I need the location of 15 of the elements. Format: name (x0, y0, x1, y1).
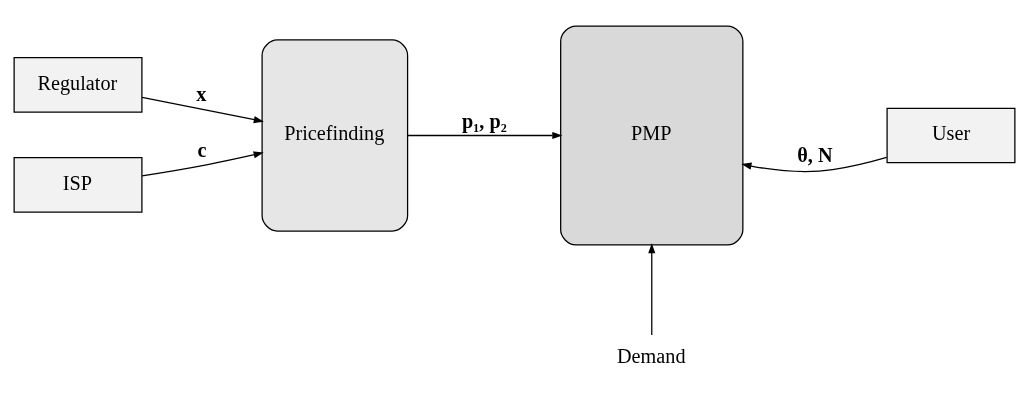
arrow (141, 150, 264, 176)
node-box: Pricefinding (260, 38, 408, 232)
edge-label: c (197, 138, 207, 161)
arrow (740, 156, 887, 172)
node-text: Demand (616, 344, 686, 367)
edge-label: x (195, 82, 206, 105)
node-box: PMP (559, 24, 743, 246)
node-box: ISP (13, 156, 143, 213)
arrow (141, 96, 264, 123)
node-box: User (885, 107, 1015, 163)
arrow (647, 242, 655, 336)
edge-label: θ, N (796, 143, 833, 166)
arrow (406, 131, 562, 139)
node-box: Regulator (13, 56, 143, 113)
edge-label: p₁, p₂ (461, 109, 507, 132)
